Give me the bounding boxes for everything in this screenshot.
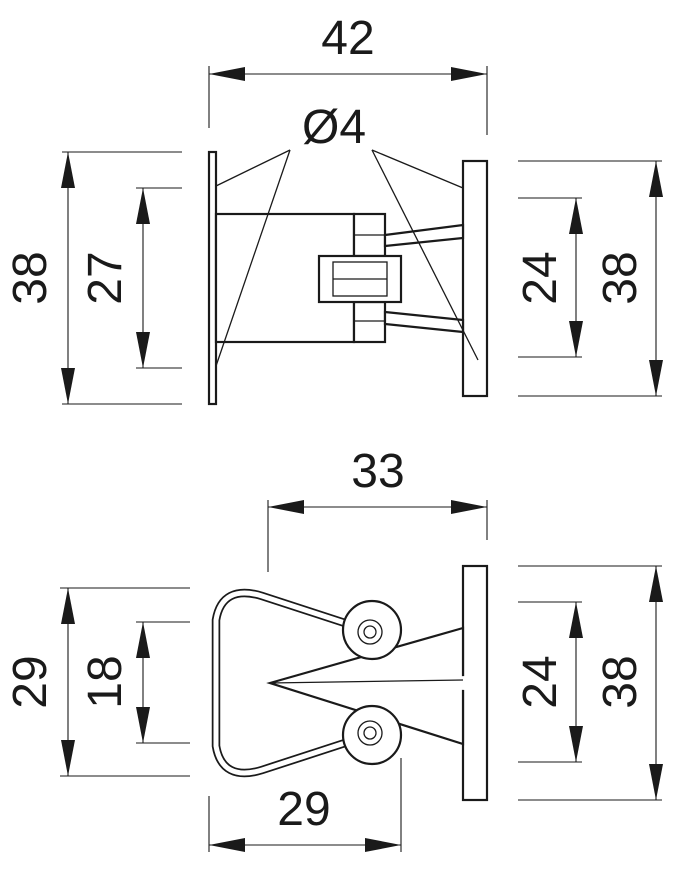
upper-strike-arm: [383, 223, 465, 248]
upper-roller: [341, 599, 403, 661]
strike-plate: [461, 564, 489, 802]
lower-roller: [341, 704, 403, 766]
lower-strike-arm: [383, 310, 465, 334]
dimension-label-33: 33: [351, 445, 404, 498]
dimension-label-right-38: 38: [594, 251, 647, 304]
hole-diameter-label: Ø4: [302, 101, 366, 154]
dimension-label-42: 42: [321, 12, 374, 65]
dimension-label-27: 27: [79, 251, 132, 304]
dimension-label-bottom-29: 29: [277, 783, 330, 836]
top-view: 42 Ø4 38 27 24 38: [4, 12, 663, 406]
dimension-label-bottom-right-38: 38: [594, 655, 647, 708]
bottom-view: 33 29 18 24 38 29: [4, 445, 663, 852]
dimension-label-right-24: 24: [514, 251, 567, 304]
dimension-label-left-38: 38: [4, 251, 57, 304]
dimension-label-18: 18: [79, 655, 132, 708]
lower-knuckle: [352, 300, 387, 344]
dimension-label-bottom-right-24: 24: [514, 655, 567, 708]
right-plate: [461, 159, 489, 398]
dimension-label-left-29: 29: [4, 655, 57, 708]
